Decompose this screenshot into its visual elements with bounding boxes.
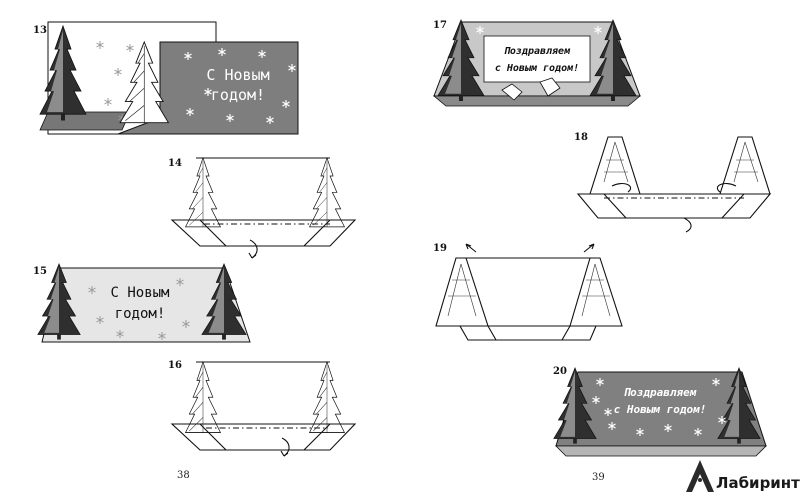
greeting-label <box>483 35 591 83</box>
page-number-right: 39 <box>592 472 605 483</box>
card-base-fold <box>39 111 131 131</box>
tree-icon <box>309 157 345 228</box>
fold-arrow-icon <box>683 217 692 233</box>
step-number: 16 <box>168 360 182 371</box>
greeting-line-1: С Новым <box>206 66 269 84</box>
press-arrow-icon <box>465 243 477 253</box>
step-number: 13 <box>33 25 47 36</box>
step-number: 18 <box>574 132 588 143</box>
step-number: 20 <box>553 366 567 377</box>
greeting-line-1: Поздравляем <box>504 46 571 57</box>
press-arrow-icon <box>583 243 595 253</box>
watermark: Лабиринт <box>686 460 800 492</box>
watermark-text: Лабиринт <box>716 474 800 492</box>
labyrinth-logo-icon <box>686 460 714 492</box>
step-15: 15 С Новым годом! <box>33 263 251 343</box>
greeting-line-2: годом! <box>115 306 166 322</box>
fold-arrow-icon <box>716 183 737 193</box>
step-number: 19 <box>433 243 447 254</box>
step-number: 15 <box>33 266 47 277</box>
step-18: 18 <box>574 132 772 233</box>
step-20: 20 Поздравляем с Новым годом! <box>553 366 767 457</box>
glue-tab-icon <box>501 77 561 101</box>
step-17: 17 Поздравляем с Новым годом! <box>432 19 642 107</box>
fold-arrow-icon <box>611 183 632 193</box>
greeting-line-2: с Новым годом! <box>495 63 579 74</box>
step-16: 16 <box>168 360 357 457</box>
step-number: 14 <box>168 158 182 169</box>
step-19: 19 <box>433 243 623 341</box>
step-14: 14 <box>168 157 357 259</box>
tree-icon <box>185 157 221 228</box>
greeting-line-2: годом! <box>211 86 265 104</box>
tree-icon <box>309 361 345 433</box>
step-13: 13 С Новым годом! <box>33 21 299 135</box>
step-number: 17 <box>433 20 447 31</box>
greeting-line-1: Поздравляем <box>624 386 697 399</box>
greeting-line-2: с Новым годом! <box>614 403 707 416</box>
greeting-line-1: С Новым <box>110 285 170 301</box>
tree-icon <box>185 361 221 433</box>
page-number-left: 38 <box>177 470 190 481</box>
